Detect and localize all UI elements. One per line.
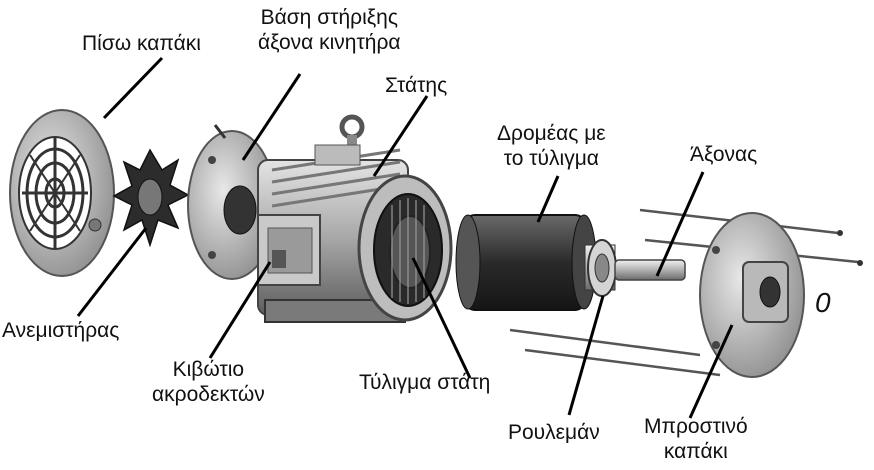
label-terminal-box: Κιβώτιο ακροδεκτών	[152, 358, 265, 406]
bearing-part	[587, 239, 617, 297]
label-fan: Ανεμιστήρας	[2, 319, 120, 342]
leader-lines	[76, 56, 734, 419]
label-rotor: Δρομέας με το τύλιγμα	[497, 122, 606, 170]
label-shaft-support: Βάση στήριξης άξονα κινητήρα	[258, 6, 401, 54]
stator-face-part	[357, 174, 453, 322]
label-marker: 0	[815, 287, 831, 318]
label-stator-winding: Τύλιγμα στάτη	[359, 371, 491, 394]
front-cover-part	[699, 212, 805, 378]
label-front-cover: Μπροστινό καπάκι	[644, 415, 748, 463]
label-rear-cover: Πίσω καπάκι	[82, 32, 201, 55]
label-stator: Στάτης	[385, 74, 448, 97]
fan-part	[112, 148, 190, 248]
terminal-box-part	[257, 214, 321, 286]
rear-cover-part	[9, 109, 115, 277]
label-shaft: Άξονας	[690, 143, 758, 166]
shaft-support-part	[187, 124, 277, 280]
shaft-part	[614, 259, 686, 281]
label-bearing: Ρουλεμάν	[508, 421, 600, 444]
